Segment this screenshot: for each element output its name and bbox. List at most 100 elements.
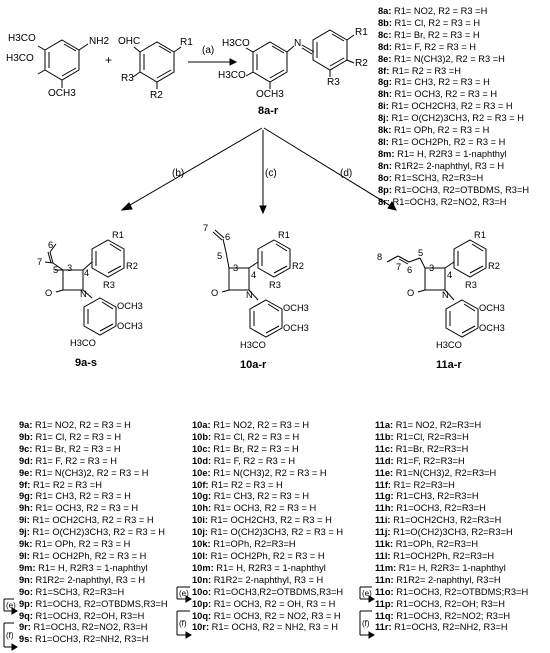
compound-substituents: R1= R2=R3=H xyxy=(391,479,455,490)
p10-r1: R1 xyxy=(278,230,290,240)
compound-entry: 9a: R1= NO2, R2 = R3 = H xyxy=(19,420,168,432)
compound-id: 10m: xyxy=(192,562,214,573)
reagent-c: (c) xyxy=(265,168,277,179)
compound-id: 9h: xyxy=(19,503,33,514)
compound-substituents: R1= OCH2Ph, R2 = R3 = H xyxy=(29,550,147,561)
p10-och3-a: OCH3 xyxy=(283,303,309,313)
compound-substituents: R1=OCH3, R2=OH, R3=H xyxy=(32,610,145,621)
compound-id: 8a: xyxy=(378,6,392,16)
compound-entry: 10k: R1=OPh, R2=R3=H xyxy=(192,539,343,551)
compound-entry: 11h: R1=OCH3, R2=R3=H xyxy=(375,503,528,515)
compound-id: 8k: xyxy=(378,125,392,136)
h3co-top-label: H3CO xyxy=(8,33,36,44)
p10-c7: 7 xyxy=(203,223,209,233)
compound-entry: 11g: R1=CH3, R2=R3=H xyxy=(375,491,528,503)
p9-oxygen: O xyxy=(45,288,53,298)
plus-sign: + xyxy=(105,53,113,67)
reagent-f-11: (f) xyxy=(362,619,370,628)
compound-substituents: R1= Br, R2 = R3 = H xyxy=(391,29,480,40)
compound-substituents: R1= N(CH3)2, R2 = R3 = H xyxy=(210,467,327,478)
p10-och3-b: OCH3 xyxy=(283,323,309,333)
compound-substituents: R1= H, R2R3= 1-naphthyl xyxy=(396,562,506,573)
compound-entry: 10i: R1= OCH2CH3, R2 = R3 = H xyxy=(192,515,343,527)
compound-substituents: R1= R2 = R3 = H xyxy=(208,479,283,490)
compound-substituents: R1=OCH3, R2=NH2, R3=H xyxy=(32,634,149,645)
compound-id: 11n: xyxy=(375,574,394,585)
compound-entry: 9m: R1= H, R2R3 = 1-naphthyl xyxy=(19,563,168,575)
compound-substituents: R1R2= 2-naphthyl, R3 = H xyxy=(211,574,324,585)
compound-id: 11a: xyxy=(375,420,394,430)
compound-substituents: R1= OCH3, R2 = NO2, R3 = H xyxy=(211,610,341,621)
compound-id: 8o: xyxy=(378,172,392,183)
compound-id: 11d: xyxy=(375,455,394,466)
compound-entry: 9n: R1R2= 2-naphthyl, R3 = H xyxy=(19,575,168,587)
compound-id: 10b: xyxy=(192,431,212,442)
compound-substituents: R1=OCH3, R2=NH2, R3=H xyxy=(391,622,508,633)
compound-entry: 8c: R1= Br, R2 = R3 = H xyxy=(378,30,529,42)
p10-nitrogen: N xyxy=(246,290,253,300)
compound-entry: 10q: R1= OCH3, R2 = NO2, R3 = H xyxy=(192,611,343,623)
compound-entry: 10h: R1= OCH3, R2 = R3 = H xyxy=(192,503,343,515)
p9-r1: R1 xyxy=(112,230,124,240)
compound-id: 8h: xyxy=(378,89,392,100)
compound-id: 11b: xyxy=(375,431,394,442)
compound-id: 8l: xyxy=(378,136,389,147)
arrow-b xyxy=(124,127,263,209)
compound-id: 8e: xyxy=(378,53,392,64)
p9-och3-a: OCH3 xyxy=(117,301,143,311)
compound-entry: 8i: R1= OCH2CH3, R2 = R3 = H xyxy=(378,101,529,113)
compound-substituents: R1= OPh, R2 = R3 = H xyxy=(391,125,490,136)
compound-id: 10e: xyxy=(192,467,211,478)
compound-substituents: R1R2= 2-naphthyl, R3 = H xyxy=(32,574,146,585)
p10-r3: R3 xyxy=(269,280,281,290)
compound-id: 11c: xyxy=(375,443,394,454)
compound-id: 8m: xyxy=(378,148,395,159)
nh2-label: NH2 xyxy=(89,36,110,47)
compound-id: 8j: xyxy=(378,113,389,124)
compound-entry: 10e: R1= N(CH3)2, R2 = R3 = H xyxy=(192,468,343,480)
compound-entry: 8k: R1= OPh, R2 = R3 = H xyxy=(378,125,529,137)
compound-entry: 11q: R1=OCH3, R2=NO2; R3=H xyxy=(375,611,528,623)
compound-substituents: R1= OCH3, R2 = NH2, R3 = H xyxy=(209,622,338,633)
compound-entry: 9l: R1= OCH2Ph, R2 = R3 = H xyxy=(19,551,168,563)
compound-id: 9b: xyxy=(19,431,33,442)
compound-id: 10n: xyxy=(192,574,212,585)
imine-n: N xyxy=(294,38,302,49)
p9-r2: R2 xyxy=(126,261,138,271)
compound-id: 8b: xyxy=(378,17,392,28)
compound-entry: 10m: R1= H, R2R3 = 1-naphthyl xyxy=(192,563,343,575)
compound-entry: 8n: R1R2= 2-naphthyl, R3 = H xyxy=(378,161,529,173)
compound-id: 10c: xyxy=(192,443,211,454)
compound-id: 11j: xyxy=(375,527,391,538)
compound-substituents: R1= R2 = R3 =H xyxy=(30,479,102,490)
compound-entry: 9e: R1= N(CH3)2, R2 = R3 = H xyxy=(19,468,168,480)
compound-substituents: R1= OCH3, R2 = R3 = H xyxy=(32,503,139,514)
imine-r2: R2 xyxy=(355,58,368,69)
p9-c5: 5 xyxy=(53,265,59,275)
compound-substituents: R1= R2 = R3 =H xyxy=(389,65,461,76)
compound-id: 9i: xyxy=(19,515,30,526)
imine-r1: R1 xyxy=(355,27,368,38)
compound-entry: 9f: R1= R2 = R3 =H xyxy=(19,480,168,492)
compound-id: 10i: xyxy=(192,515,209,526)
compound-id: 9m: xyxy=(19,562,36,573)
compound-id: 9n: xyxy=(19,574,33,585)
compound-substituents: R1=SCH3, R2=R3=H xyxy=(32,586,125,597)
compound-substituents: R1= OCH3, R2 = R3 = H xyxy=(211,503,317,514)
compound-entry: 11n: R1R2= 2-naphthyl, R3=H xyxy=(375,575,528,587)
p11-nitrogen: N xyxy=(442,290,449,300)
compound-entry: 10c: R1= Br, R2 = R3 = H xyxy=(192,444,343,456)
compound-id: 9r: xyxy=(19,622,31,633)
compound-substituents: R1= Cl, R2 = R3 = H xyxy=(391,17,481,28)
compound-entry: 11l: R1=OCH2Ph, R2=R3=H xyxy=(375,551,528,563)
compound-entry: 11o: R1=OCH3, R2=OTBDMS;R3=H xyxy=(375,587,528,599)
compound-substituents: R1=OPh, R2=R3=H xyxy=(393,539,479,550)
compound-substituents: R1= CH3, R2 = R3 = H xyxy=(391,77,490,88)
compound-id: 9p: xyxy=(19,598,33,609)
compound-entry: 10g: R1= CH3, R2 = R3 = H xyxy=(192,491,343,503)
p9-c6: 6 xyxy=(48,240,54,250)
compound-entry: 8f: R1= R2 = R3 =H xyxy=(378,66,529,78)
